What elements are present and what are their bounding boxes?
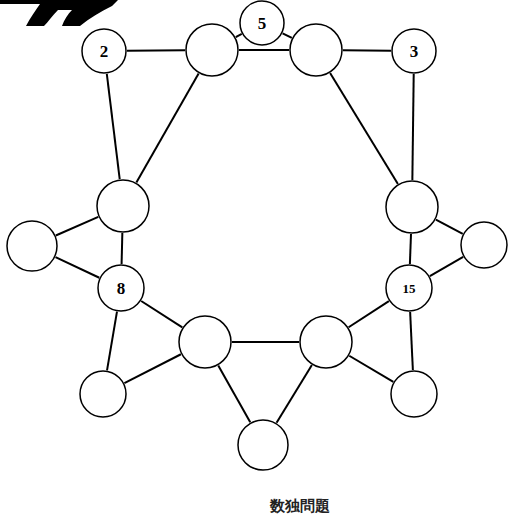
connector-line bbox=[349, 301, 389, 327]
connector-line bbox=[330, 73, 398, 184]
empty-circle bbox=[289, 23, 343, 77]
empty-circle bbox=[6, 220, 58, 272]
connector-line bbox=[141, 301, 182, 327]
circle-outline bbox=[289, 23, 343, 77]
connector-line bbox=[410, 312, 413, 370]
empty-circle bbox=[96, 179, 150, 233]
number-circle: 3 bbox=[391, 28, 437, 74]
cell-number: 5 bbox=[258, 15, 267, 32]
empty-circle bbox=[237, 419, 289, 471]
number-circle: 8 bbox=[97, 264, 145, 312]
connector-line bbox=[412, 74, 413, 180]
empty-circle bbox=[185, 23, 239, 77]
empty-circle bbox=[178, 315, 232, 369]
number-circle: 2 bbox=[81, 28, 127, 74]
empty-circle bbox=[385, 180, 439, 234]
connector-line bbox=[56, 217, 98, 236]
connector-line bbox=[436, 220, 463, 234]
number-circle: 15 bbox=[385, 264, 433, 312]
connector-line bbox=[121, 233, 124, 264]
puzzle-caption: 数独問題 bbox=[270, 497, 330, 516]
circle-outline bbox=[390, 370, 438, 418]
number-circle: 5 bbox=[239, 0, 285, 46]
empty-circle bbox=[390, 370, 438, 418]
empty-circle bbox=[79, 370, 127, 418]
connector-line bbox=[136, 73, 198, 182]
circle-outline bbox=[79, 370, 127, 418]
connector-line bbox=[107, 74, 120, 179]
circle-outline bbox=[460, 221, 508, 269]
circle-outline bbox=[96, 179, 150, 233]
cell-number: 2 bbox=[100, 43, 109, 60]
connector-line bbox=[349, 356, 393, 382]
empty-circle bbox=[299, 315, 353, 369]
connector-line bbox=[124, 354, 181, 383]
circle-outline bbox=[6, 220, 58, 272]
connector-line bbox=[56, 257, 100, 278]
connector-line bbox=[127, 49, 185, 52]
connector-line bbox=[343, 49, 391, 51]
connector-line bbox=[283, 33, 292, 38]
cell-number: 8 bbox=[117, 280, 126, 297]
cell-number: 15 bbox=[403, 282, 416, 295]
brush-stroke bbox=[0, 0, 118, 26]
cell-number: 3 bbox=[410, 43, 419, 60]
empty-circle bbox=[460, 221, 508, 269]
circle-outline bbox=[178, 315, 232, 369]
connector-line bbox=[107, 312, 117, 371]
circle-outline bbox=[385, 180, 439, 234]
circle-outline bbox=[185, 23, 239, 77]
connector-line bbox=[430, 257, 463, 276]
connector-line bbox=[236, 34, 242, 37]
circle-outline bbox=[299, 315, 353, 369]
connector-line bbox=[239, 49, 289, 51]
connector-line bbox=[232, 341, 299, 343]
circle-outline bbox=[237, 419, 289, 471]
connector-line bbox=[410, 234, 411, 264]
connector-line bbox=[277, 365, 312, 423]
connector-line bbox=[218, 366, 250, 423]
